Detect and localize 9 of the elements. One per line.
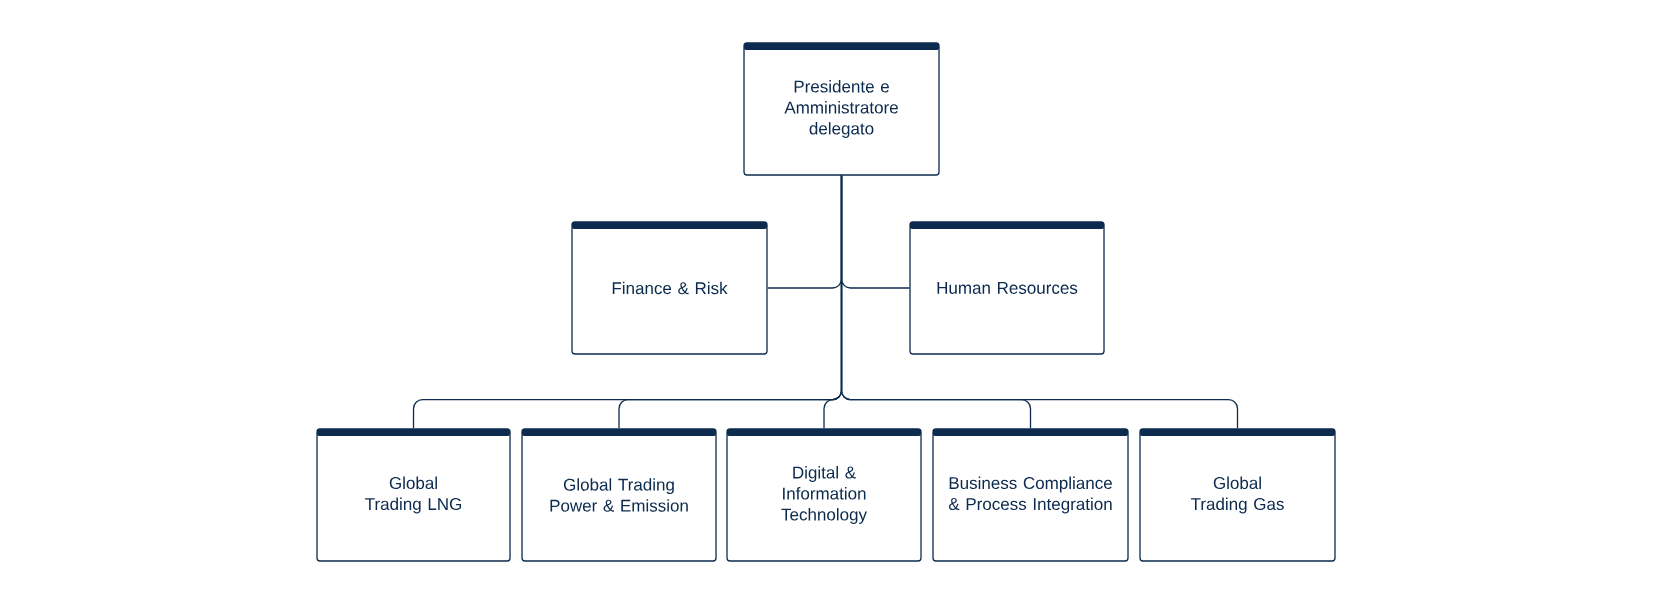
org-box: Digital & Information Technology: [726, 428, 922, 562]
org-box: Global Trading Gas: [1139, 428, 1336, 562]
org-box: Presidente e Amministratore delegato: [743, 42, 940, 176]
org-box: Business Compliance & Process Integration: [932, 428, 1129, 562]
org-box: Human Resources: [909, 221, 1105, 355]
org-box: Global Trading Power & Emission: [521, 428, 717, 562]
org-box: Finance & Risk: [571, 221, 768, 355]
connector-line: [840, 175, 1239, 429]
org-box: Global Trading LNG: [316, 428, 511, 562]
